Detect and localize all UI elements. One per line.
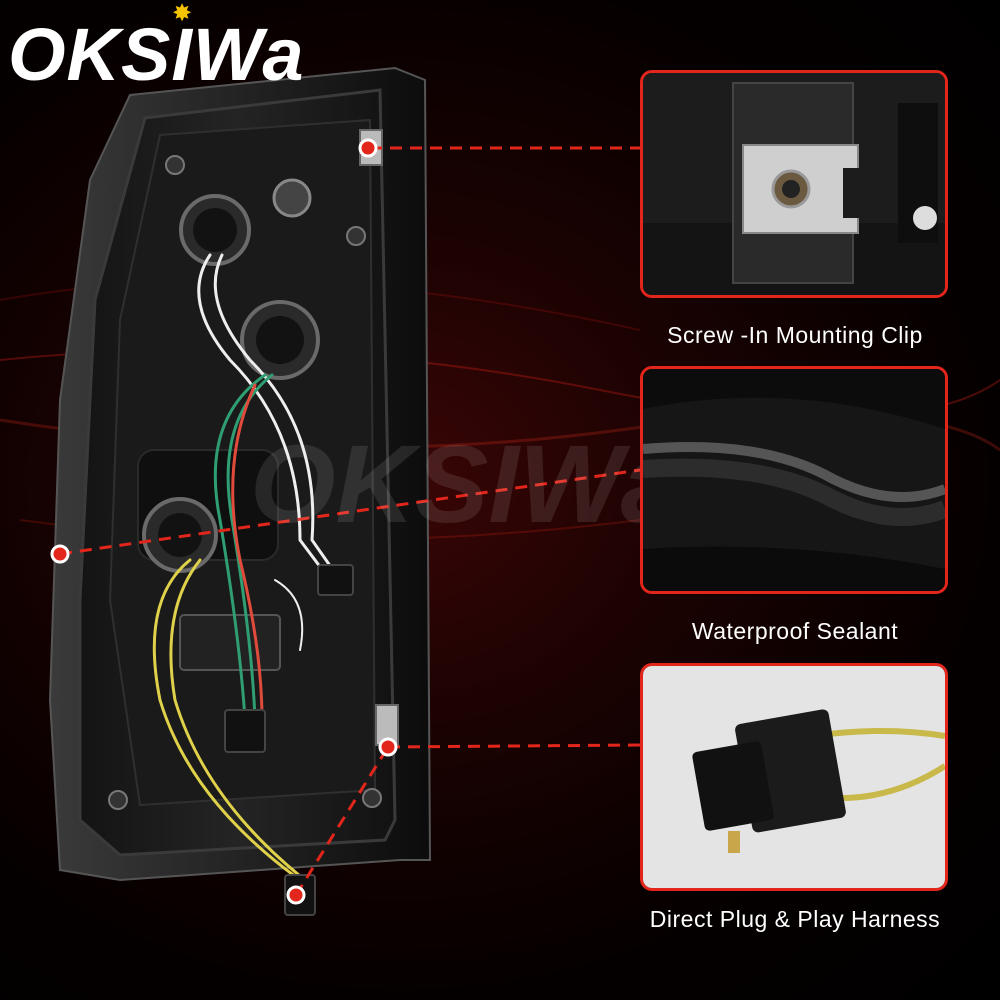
sealant-icon bbox=[643, 369, 945, 591]
wiring-harness bbox=[152, 253, 354, 916]
mounting-clip-icon bbox=[643, 73, 945, 295]
callout-dots bbox=[50, 138, 398, 905]
taillight-housing bbox=[48, 66, 432, 882]
feature-panel-mounting-clip bbox=[640, 70, 948, 298]
caption-mounting-clip: Screw -In Mounting Clip bbox=[667, 322, 923, 348]
caption-harness: Direct Plug & Play Harness bbox=[649, 906, 941, 932]
feature-panel-sealant bbox=[640, 366, 948, 594]
logo-sparkle-icon: ✸ bbox=[172, 0, 193, 27]
brand-logo: OKSIWa bbox=[8, 13, 305, 96]
caption-sealant: Waterproof Sealant bbox=[691, 618, 899, 644]
feature-panel-harness bbox=[640, 663, 948, 891]
callout-lines bbox=[59, 146, 641, 896]
brand-watermark: OKSIWa bbox=[250, 423, 682, 546]
harness-plug-icon bbox=[643, 666, 945, 888]
